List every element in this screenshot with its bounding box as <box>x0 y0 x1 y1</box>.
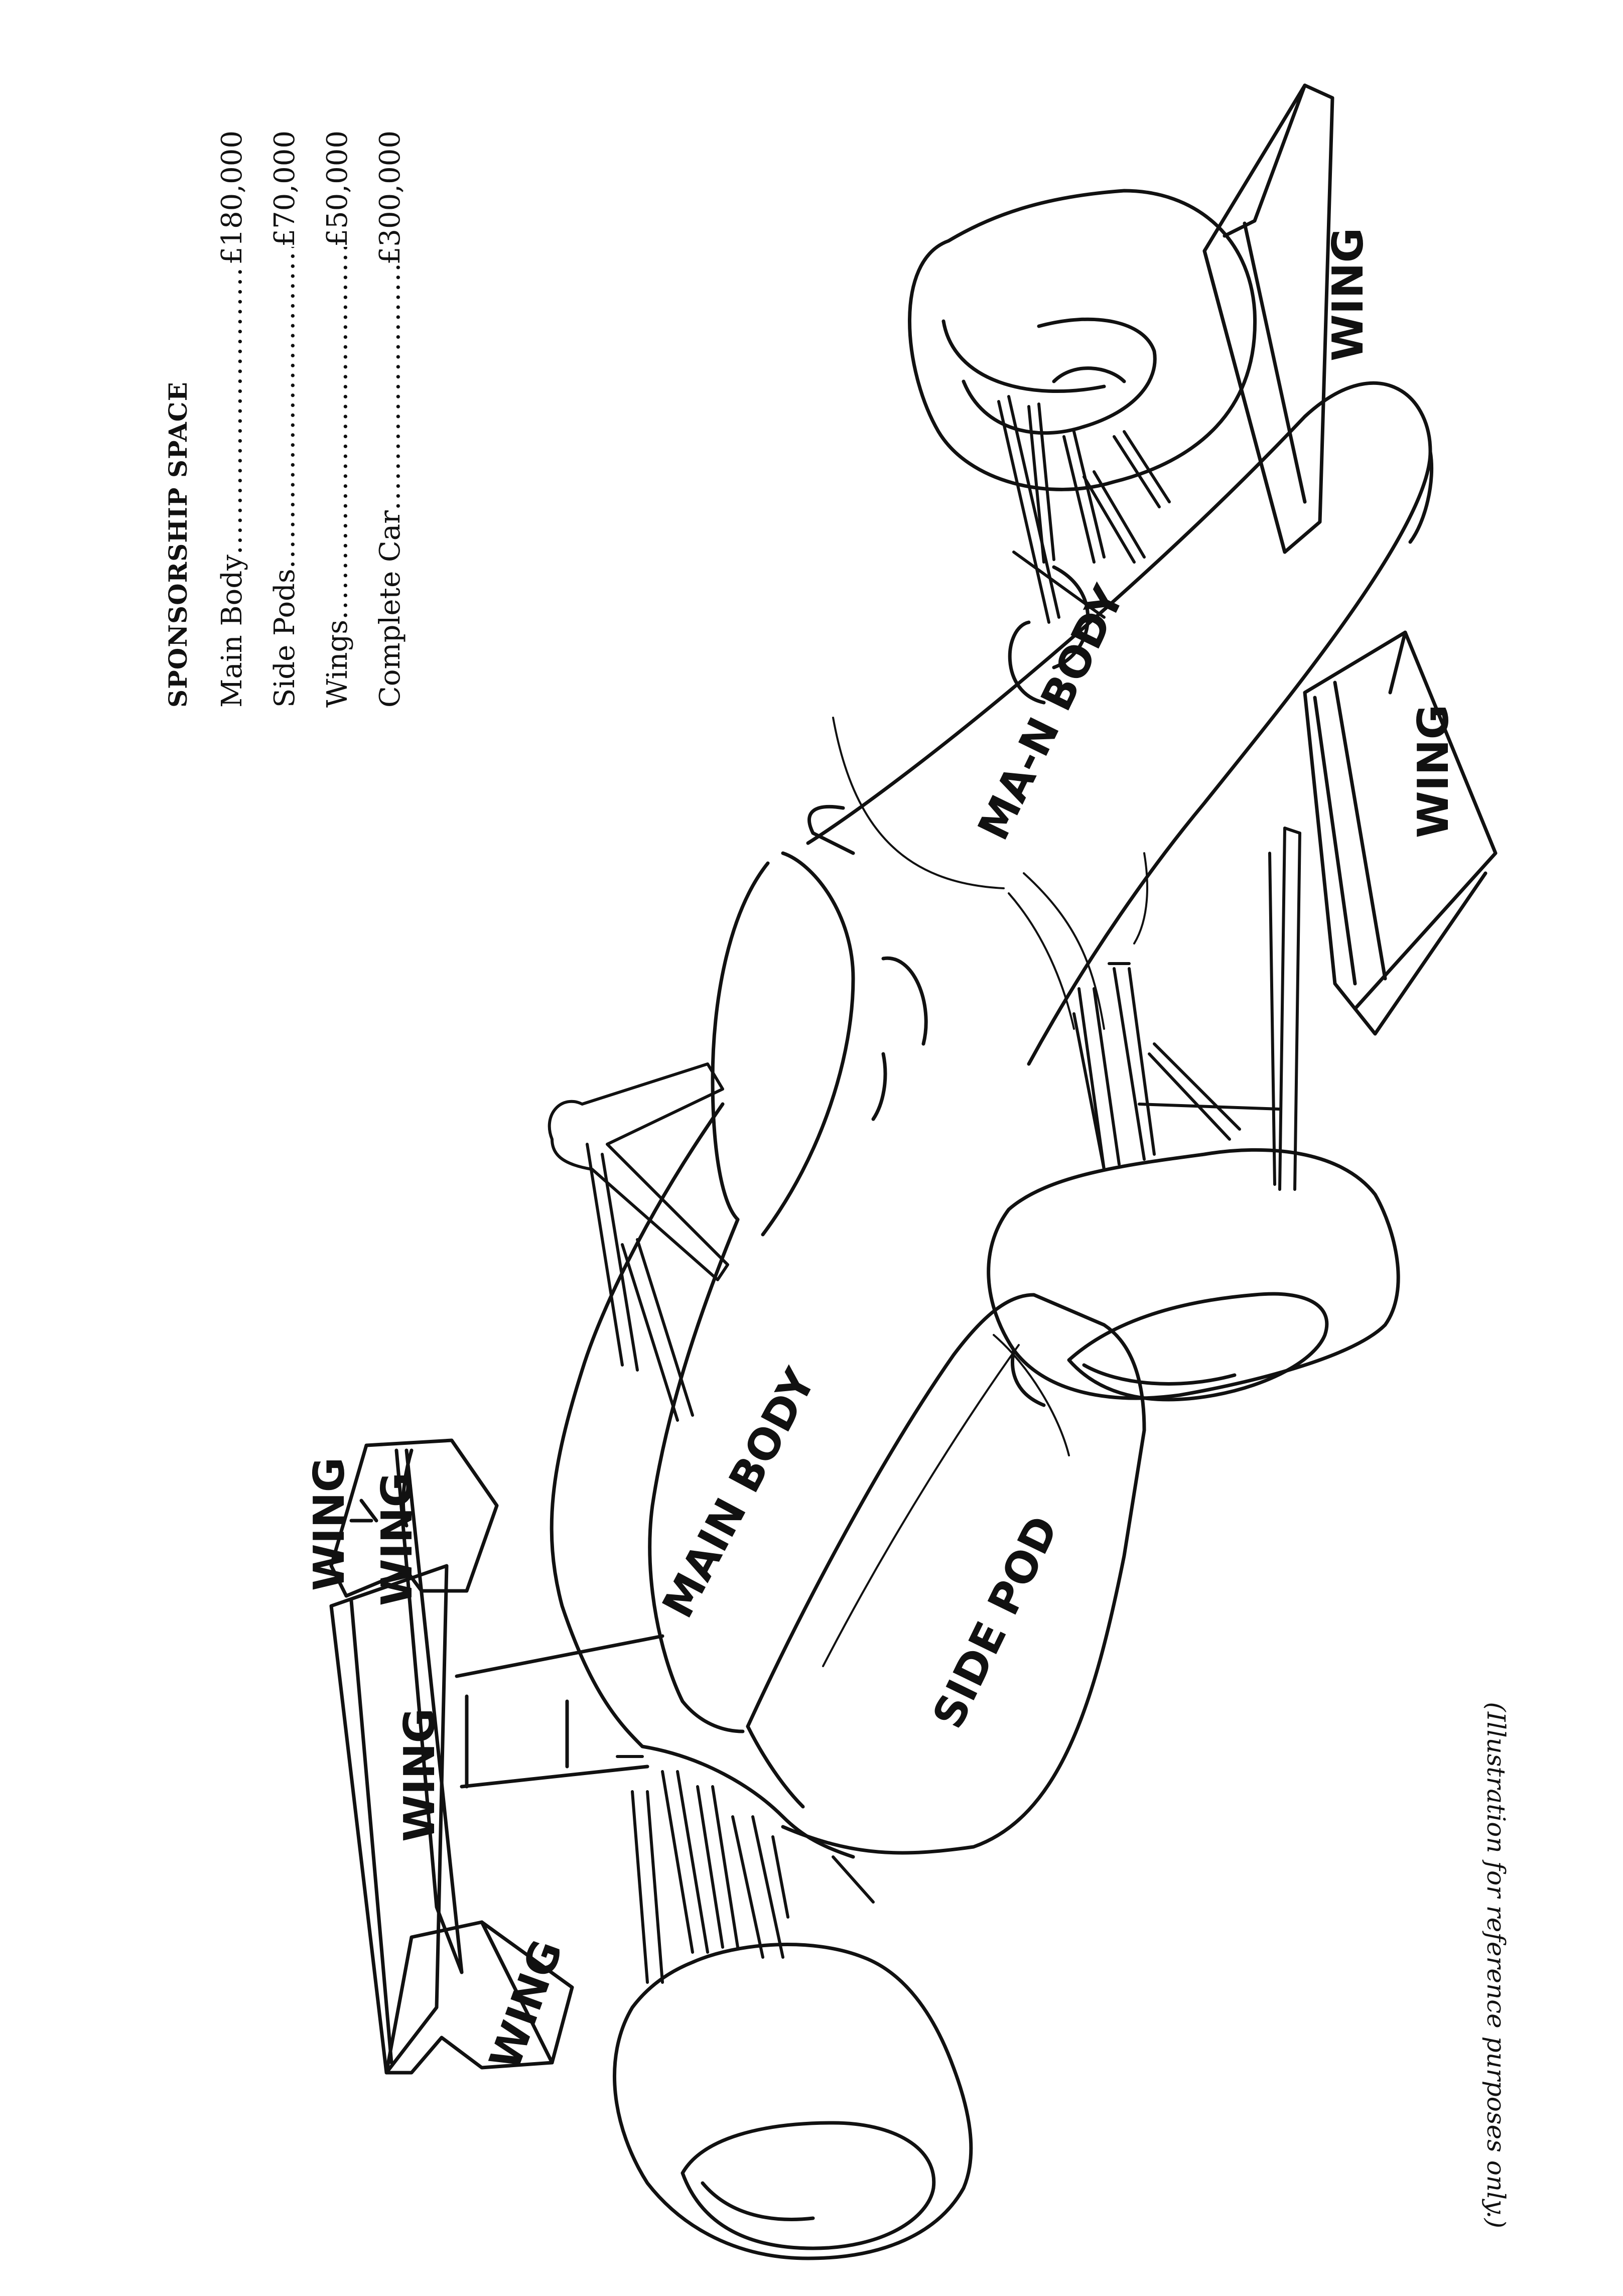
label-main-body-nose: MA-N BODY <box>969 578 1134 848</box>
rear-suspension-top <box>997 395 1171 624</box>
label-wing-front-1: WING <box>305 1457 354 1591</box>
label-wing-front-3: WING <box>395 1708 445 1842</box>
front-wing <box>329 1438 664 2075</box>
label-side-pod: SIDE POD <box>923 1509 1068 1736</box>
front-tyre-bottom <box>612 1943 973 2260</box>
front-tyre-right <box>987 1148 1400 1407</box>
label-wing-rear-upper: WING <box>1323 228 1373 361</box>
rear-suspension-lower <box>1072 827 1301 1191</box>
label-wing-front-4: WING <box>480 1934 573 2076</box>
label-wing-rear-lower: WING <box>1409 705 1458 838</box>
illustration-footnote: (Illustration for reference purposes onl… <box>1481 1702 1511 2228</box>
side-pod-shape <box>746 1293 1146 1855</box>
rear-tyre-top <box>908 189 1257 491</box>
label-main-body: MAIN BODY <box>653 1360 826 1626</box>
roll-hoop <box>548 1062 729 1422</box>
front-suspension <box>616 1755 875 1984</box>
rear-wing <box>1202 83 1498 1036</box>
main-body <box>550 381 1434 1859</box>
label-wing-front-2: WING <box>372 1472 422 1606</box>
